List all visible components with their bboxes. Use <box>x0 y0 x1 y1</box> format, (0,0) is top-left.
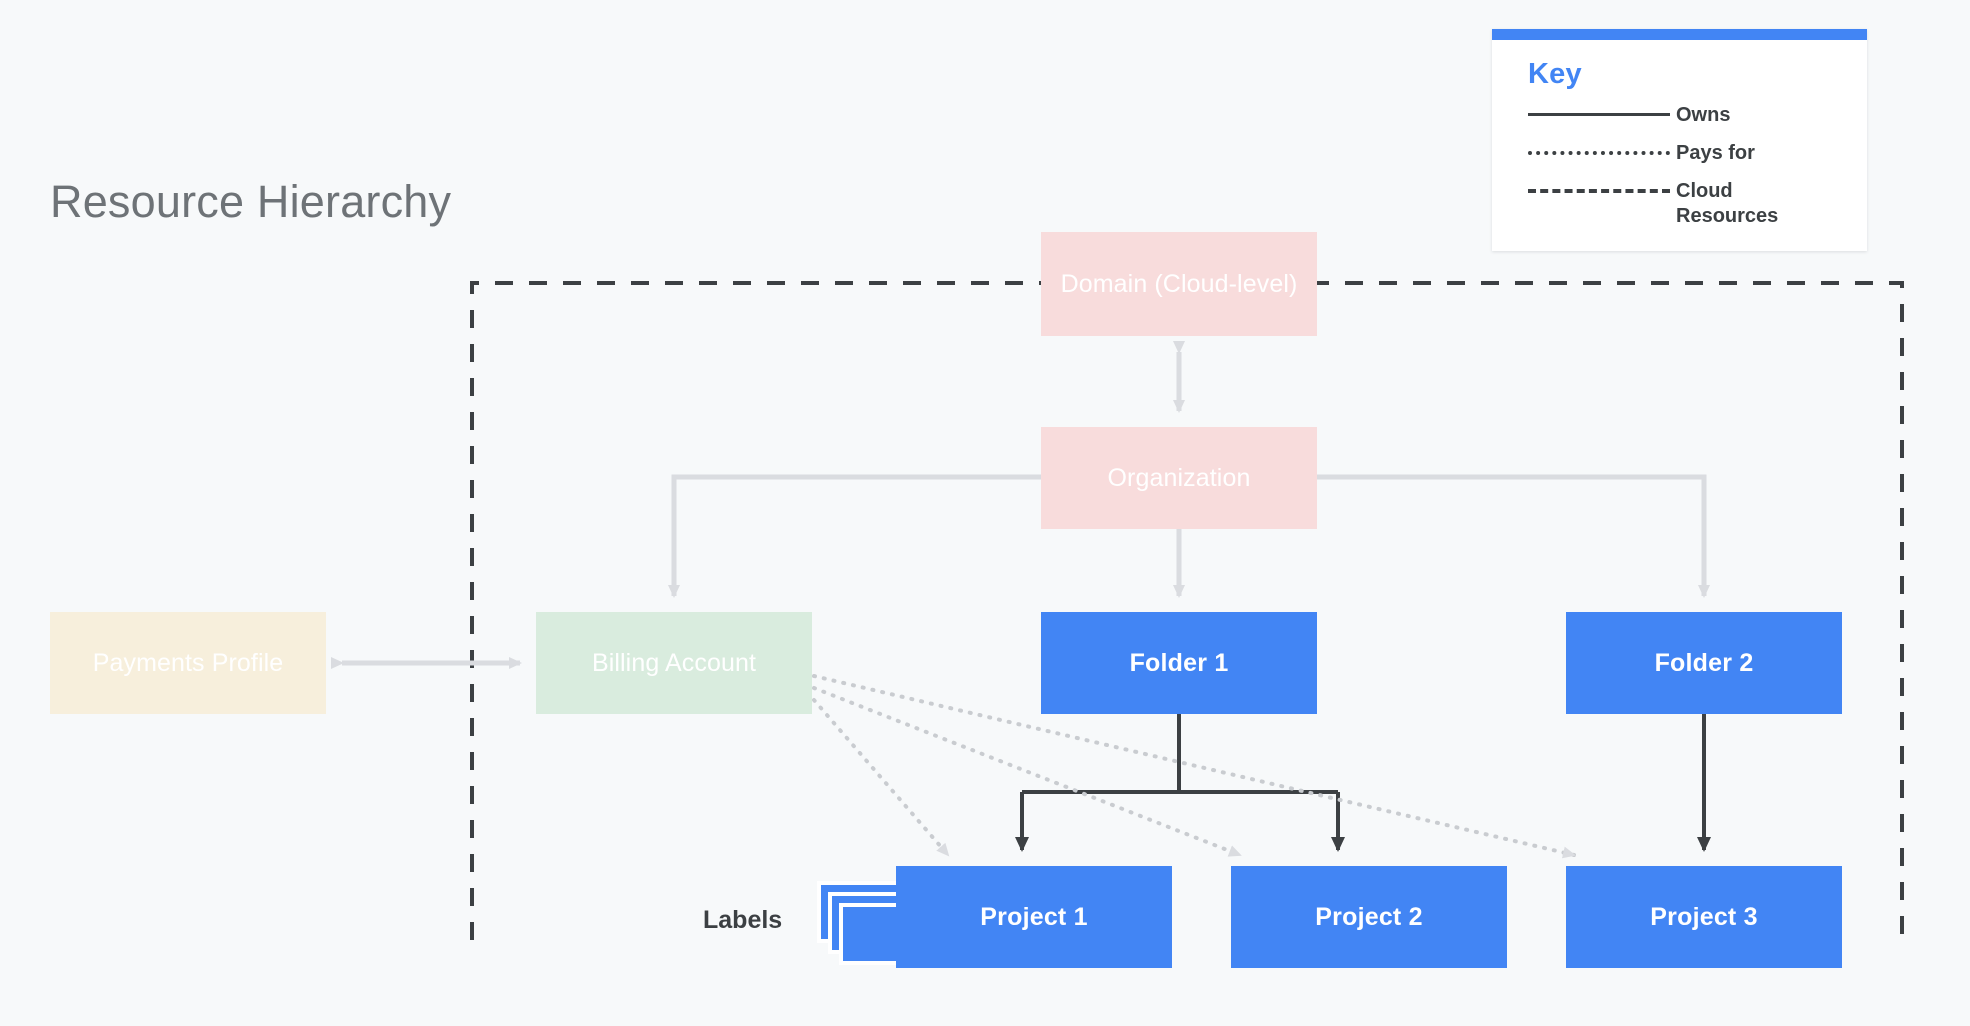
legend-row-pays-for: Pays for <box>1528 141 1831 167</box>
node-folder-2[interactable]: Folder 2 <box>1566 612 1842 714</box>
edge-organization-billing <box>668 474 1041 598</box>
legend-row-owns: Owns <box>1528 103 1831 129</box>
node-billing-account[interactable]: Billing Account <box>536 612 812 714</box>
node-project-3[interactable]: Project 3 <box>1566 866 1842 968</box>
node-organization[interactable]: Organization <box>1041 427 1317 529</box>
legend-panel: Key Owns Pays for Cloud Resources <box>1492 29 1867 251</box>
edge-billing-project1 <box>812 698 950 857</box>
node-folder-1[interactable]: Folder 1 <box>1041 612 1317 714</box>
page-title: Resource Hierarchy <box>50 176 452 227</box>
edge-folder1-project1 <box>1022 714 1338 850</box>
legend-accent-bar <box>1492 29 1867 40</box>
legend-label-pays-for: Pays for <box>1676 142 1755 164</box>
node-payments-profile[interactable]: Payments Profile <box>50 612 326 714</box>
dotted-line-icon <box>1528 141 1676 163</box>
legend-row-cloud-resources: Cloud Resources <box>1528 179 1831 229</box>
edge-organization-folder2 <box>1317 474 1710 598</box>
legend-label-cloud-resources: Cloud Resources <box>1676 180 1779 227</box>
legend-label-owns: Owns <box>1676 104 1731 126</box>
node-domain[interactable]: Domain (Cloud-level) <box>1041 232 1317 336</box>
legend-body: Key Owns Pays for Cloud Resources <box>1492 40 1867 251</box>
legend-heading: Key <box>1528 58 1582 90</box>
node-project-2[interactable]: Project 2 <box>1231 866 1507 968</box>
dashed-line-icon <box>1528 179 1676 201</box>
solid-line-icon <box>1528 103 1676 125</box>
node-project-1[interactable]: Project 1 <box>896 866 1172 968</box>
labels-caption: Labels <box>703 906 783 934</box>
